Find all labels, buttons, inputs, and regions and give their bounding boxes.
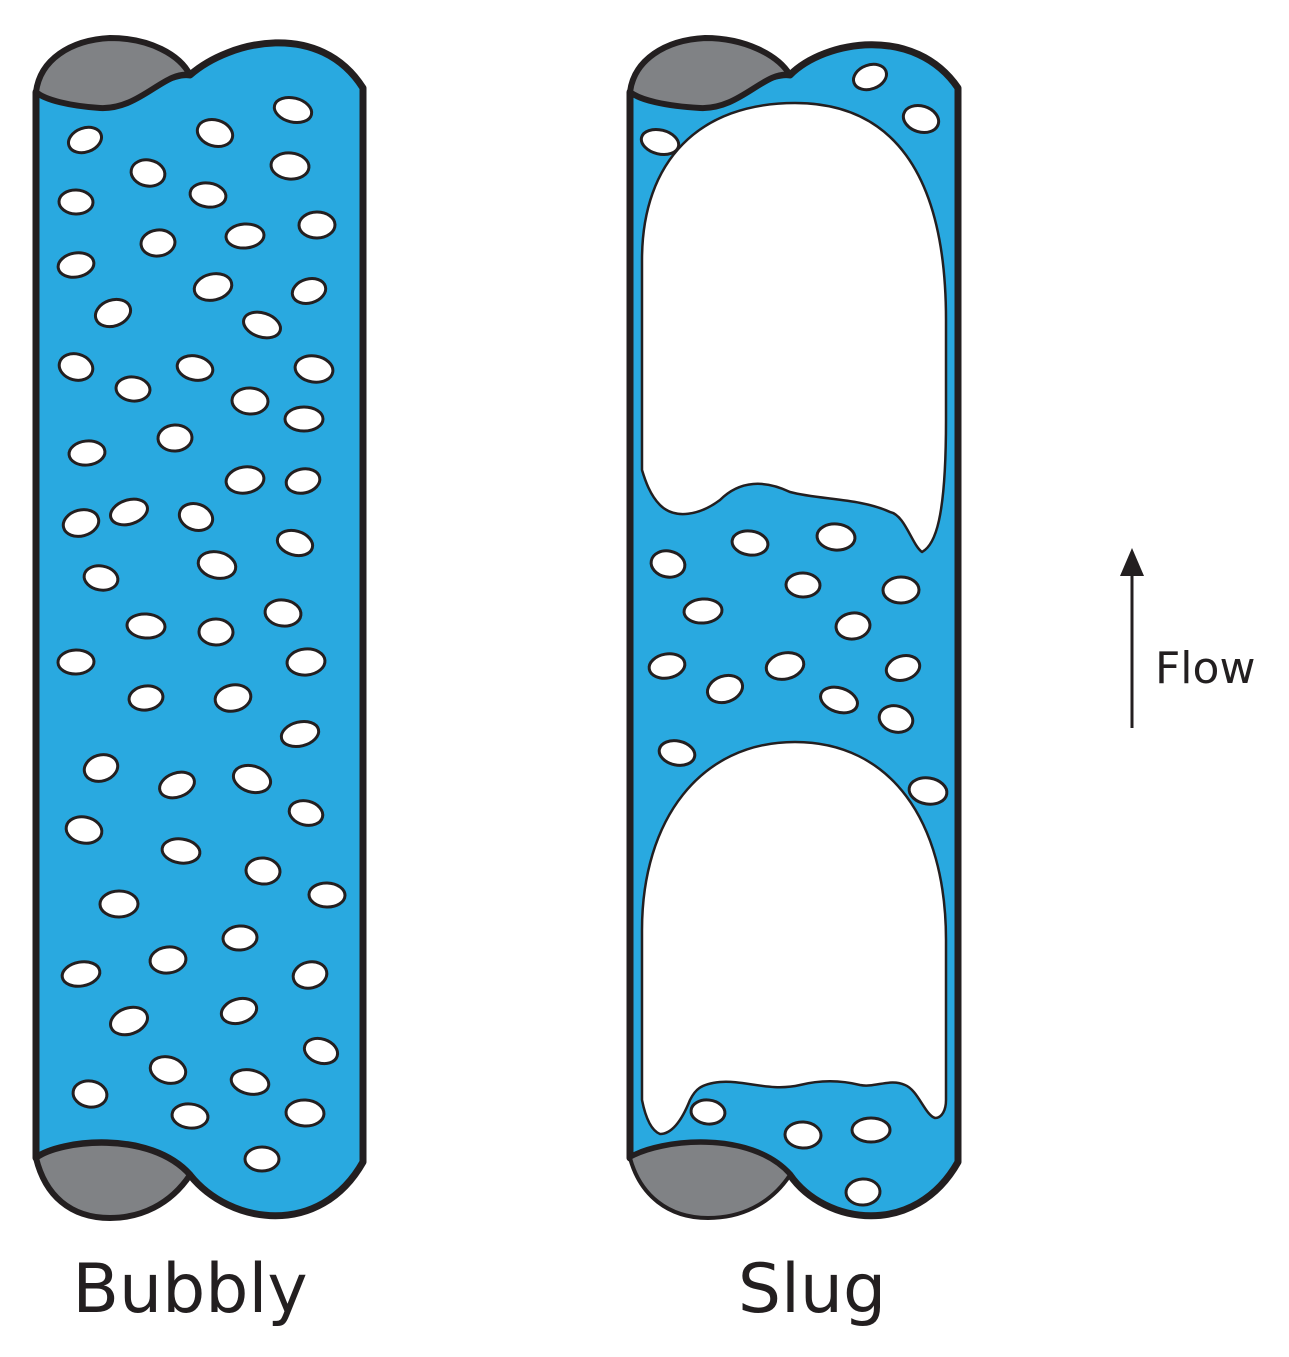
bubbly-bubble bbox=[287, 799, 325, 827]
bubbly-bubble bbox=[125, 612, 167, 640]
bubbly-bubble bbox=[98, 889, 140, 919]
bubbly-bubble bbox=[156, 423, 194, 453]
bubbly-bubble bbox=[170, 1102, 210, 1130]
bubbly-bubble bbox=[293, 354, 335, 384]
bubbly-bubble bbox=[297, 210, 337, 240]
slug-bubble bbox=[764, 651, 806, 681]
bubbly-bubble bbox=[175, 354, 215, 382]
bubbly-bubble bbox=[109, 497, 149, 527]
slug-bubbles bbox=[639, 62, 949, 1207]
bubbly-bubble bbox=[158, 770, 196, 800]
bubbly-bubble bbox=[290, 277, 328, 305]
slug-bubble bbox=[844, 1177, 882, 1207]
slug-bubble bbox=[815, 522, 857, 552]
bubbly-bubble bbox=[82, 753, 120, 783]
bubbly-bubble bbox=[109, 1005, 149, 1037]
slug-bubble bbox=[657, 739, 697, 767]
bubbly-bubble bbox=[192, 272, 234, 302]
bubbly-bubble bbox=[61, 508, 101, 538]
bubbly-bubble bbox=[279, 719, 321, 749]
bubbly-bubble bbox=[139, 228, 177, 258]
slug-bubble bbox=[907, 776, 949, 806]
bubbly-bubble bbox=[114, 375, 152, 403]
bubbly-bottom-pipe-section bbox=[33, 1139, 193, 1221]
bubbly-bubble bbox=[57, 188, 95, 216]
slug-bubble bbox=[877, 704, 915, 734]
bubbly-bubbles bbox=[56, 95, 347, 1173]
slug-bubble bbox=[682, 597, 724, 625]
bubbly-bubble bbox=[148, 945, 188, 975]
bubbly-top-pipe-section bbox=[33, 35, 193, 112]
slug-bubble bbox=[730, 529, 770, 557]
slug-bubble bbox=[639, 127, 681, 157]
bubbly-bubble bbox=[67, 125, 103, 155]
bubbly-bubble bbox=[64, 815, 104, 845]
slug-bubble bbox=[689, 1098, 727, 1126]
bubbly-bubble bbox=[197, 617, 235, 647]
bubbly-bubble bbox=[67, 439, 107, 467]
slug-bubble bbox=[881, 575, 921, 605]
bubbly-bubble bbox=[56, 648, 96, 676]
slug-bubble bbox=[647, 652, 687, 680]
flow-arrow-head bbox=[1120, 548, 1144, 576]
bubbly-bubble bbox=[243, 1145, 281, 1173]
bubbly-bubble bbox=[284, 1098, 326, 1128]
slug-bubble bbox=[705, 673, 745, 705]
slug-caption: Slug bbox=[738, 1250, 886, 1329]
slug-top-pipe-section bbox=[627, 35, 793, 112]
slug-bubble bbox=[649, 549, 687, 579]
bubbly-bubble bbox=[82, 564, 120, 592]
bubbly-bubble bbox=[263, 598, 303, 628]
bubbly-bubble bbox=[127, 684, 165, 712]
bubbly-bubble bbox=[188, 181, 228, 209]
bubbly-bubble bbox=[57, 352, 95, 382]
bubbly-panel: Bubbly bbox=[32, 35, 367, 1329]
bubbly-bubble bbox=[229, 1068, 271, 1096]
bubbly-bubble bbox=[195, 118, 235, 148]
bubbly-bubble bbox=[219, 996, 259, 1026]
bubbly-bubble bbox=[230, 386, 270, 416]
slug-bubble bbox=[884, 654, 922, 682]
bubbly-bubble bbox=[285, 647, 327, 677]
bubbly-bubble bbox=[307, 881, 347, 909]
bubbly-bubble bbox=[196, 550, 238, 580]
bubbly-bubble bbox=[148, 1055, 188, 1085]
bubbly-bubble bbox=[269, 151, 311, 181]
bubbly-bubble bbox=[244, 856, 282, 886]
bubbly-bubble bbox=[177, 502, 215, 532]
bubbly-bubble bbox=[302, 1036, 340, 1066]
bubbly-bubble bbox=[242, 310, 282, 340]
slug-bubble bbox=[834, 611, 872, 641]
bubbly-bubble bbox=[291, 960, 329, 990]
bubbly-bubble bbox=[272, 95, 314, 125]
bubbly-bubble bbox=[213, 683, 253, 713]
slug-panel: Slug bbox=[626, 35, 962, 1329]
bubbly-bubble bbox=[275, 528, 315, 558]
slug-bubble bbox=[852, 62, 888, 92]
flow-label: Flow bbox=[1155, 643, 1255, 694]
bubbly-bubble bbox=[71, 1079, 109, 1109]
upper-gas-slug bbox=[640, 101, 948, 554]
bubbly-bubble bbox=[60, 960, 102, 988]
bubbly-bubble bbox=[56, 251, 96, 279]
slug-bubble bbox=[850, 1116, 892, 1144]
bubbly-bubble bbox=[283, 405, 325, 433]
bubbly-bubble bbox=[224, 222, 266, 250]
flow-indicator: Flow bbox=[1120, 548, 1255, 728]
bubbly-bubble bbox=[231, 763, 273, 795]
slug-bubble bbox=[901, 104, 941, 134]
bubbly-bubble bbox=[284, 467, 322, 495]
slug-bubble bbox=[819, 685, 859, 715]
bubbly-bubble bbox=[93, 297, 133, 329]
bubbly-bubble bbox=[224, 465, 266, 495]
bubbly-caption: Bubbly bbox=[72, 1250, 307, 1329]
slug-bubble bbox=[783, 1120, 823, 1150]
bubbly-bubble bbox=[160, 837, 202, 865]
bubbly-bubble bbox=[221, 924, 259, 952]
slug-bottom-pipe-section bbox=[628, 1140, 792, 1220]
slug-bubble bbox=[784, 571, 822, 599]
lower-gas-slug bbox=[640, 740, 948, 1136]
bubbly-bubble bbox=[129, 158, 167, 188]
